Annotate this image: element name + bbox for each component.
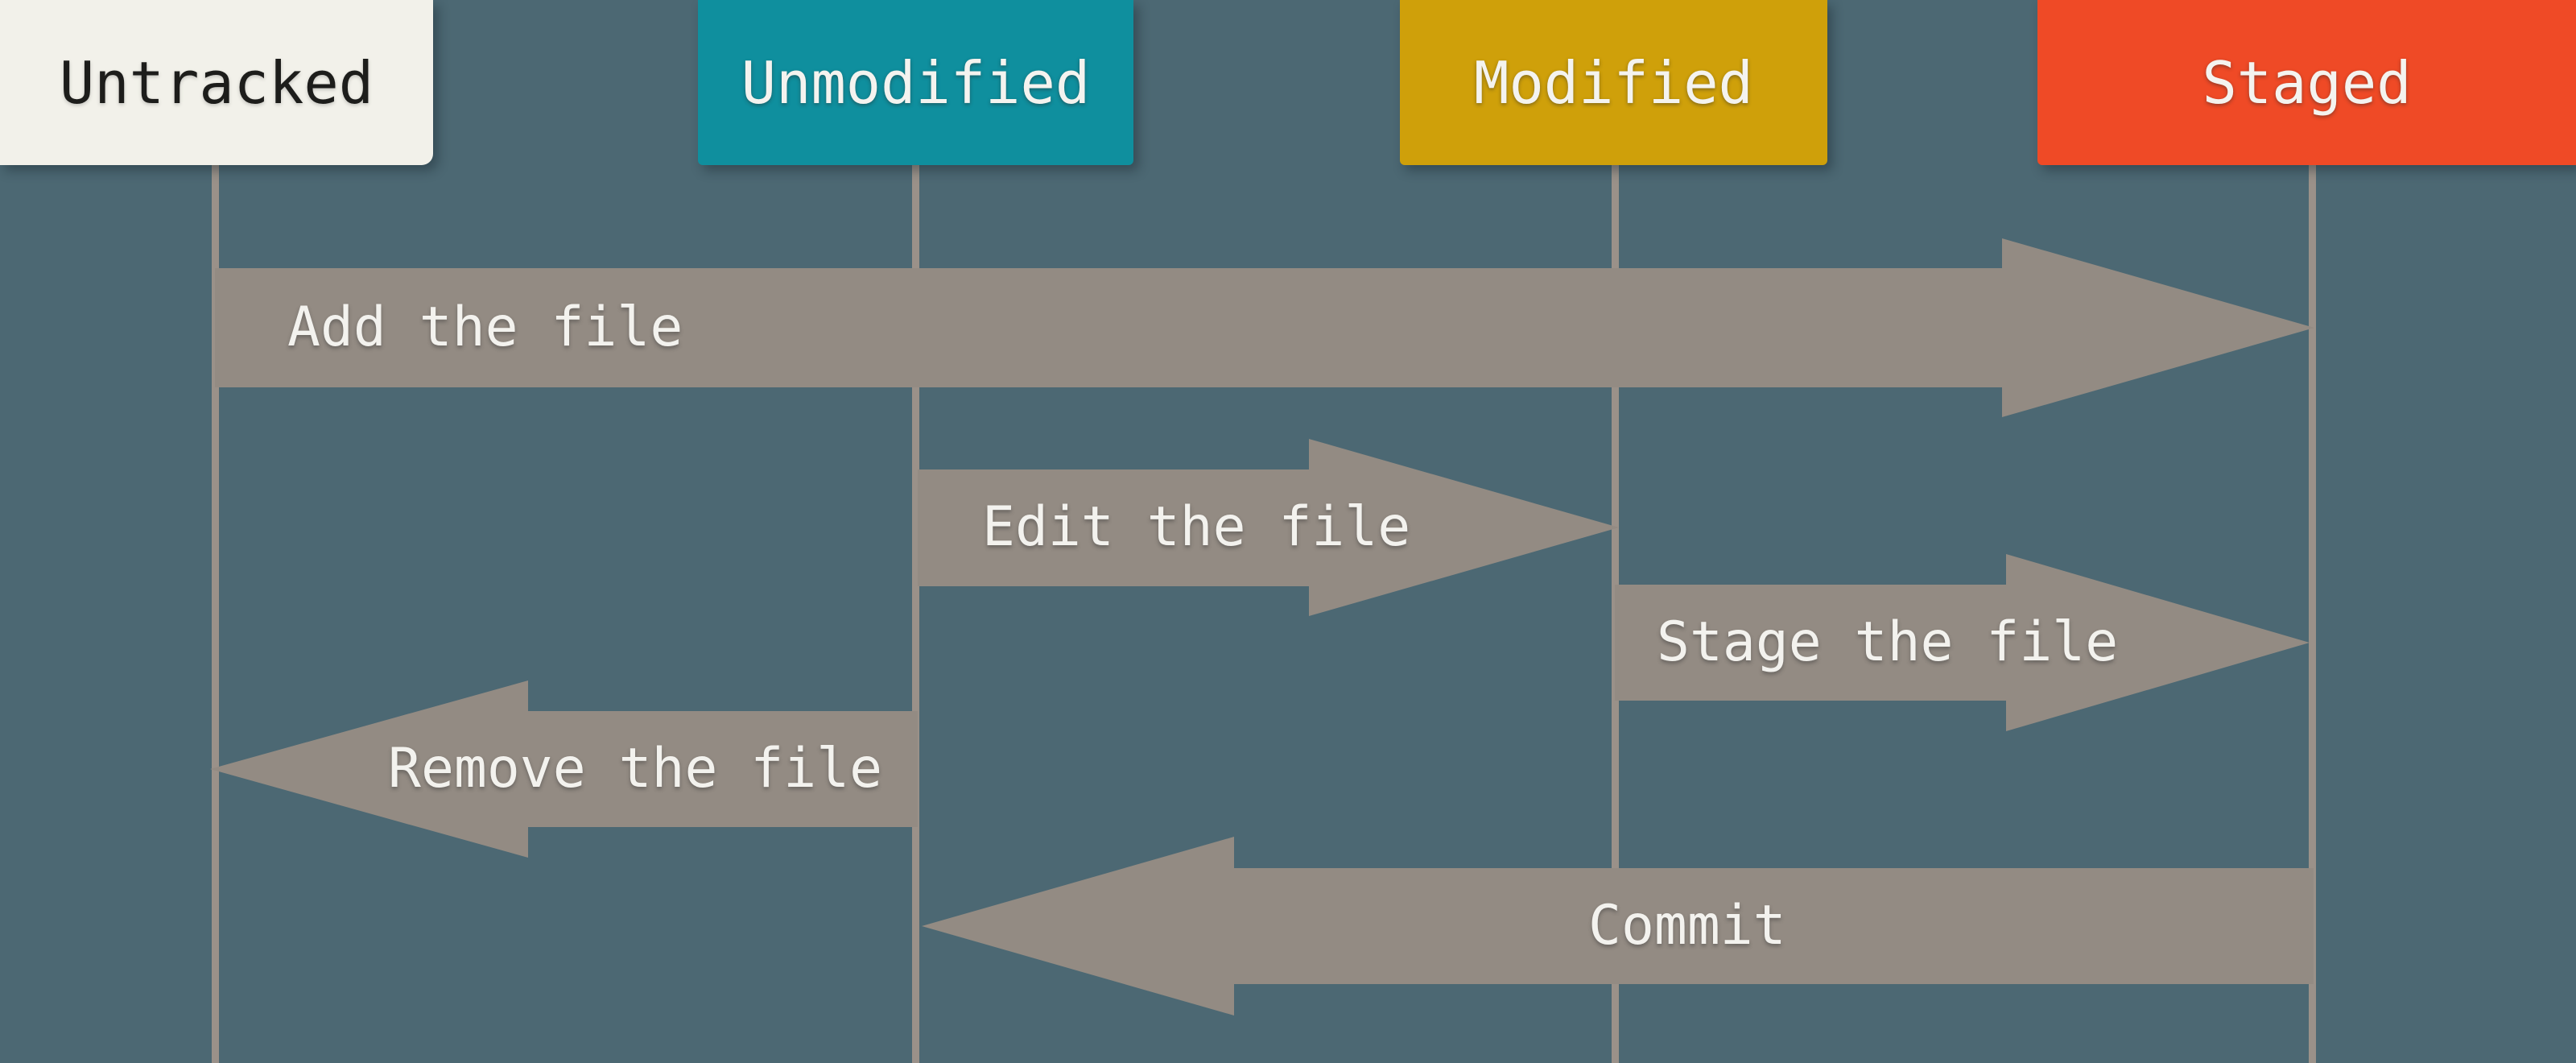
transition-label: Stage the file xyxy=(1657,610,2119,674)
column-header-untracked: Untracked xyxy=(0,0,433,165)
arrowhead-left-icon xyxy=(922,837,1234,1015)
arrow-shaft xyxy=(1234,868,2314,984)
column-header-staged-label: Staged xyxy=(2202,48,2412,117)
transition-label: Edit the file xyxy=(982,495,1411,559)
column-header-staged: Staged xyxy=(2037,0,2576,165)
arrow-shaft xyxy=(528,711,918,827)
transition-label: Remove the file xyxy=(388,737,883,800)
lifeline-untracked xyxy=(212,161,219,1063)
lifeline-unmodified xyxy=(912,161,919,1063)
arrowhead-right-icon xyxy=(2006,554,2310,731)
transition-label: Commit xyxy=(1588,894,1786,958)
column-header-untracked-label: Untracked xyxy=(59,48,374,117)
arrow-shaft xyxy=(1615,585,2006,701)
column-header-modified: Modified xyxy=(1400,0,1827,165)
column-header-unmodified-label: Unmodified xyxy=(741,48,1091,117)
column-header-modified-label: Modified xyxy=(1474,48,1753,117)
lifeline-staged xyxy=(2309,161,2316,1063)
arrowhead-right-icon xyxy=(1309,439,1619,616)
arrow-shaft xyxy=(215,268,2002,387)
column-header-unmodified: Unmodified xyxy=(698,0,1133,165)
arrow-shaft xyxy=(918,469,1309,586)
arrowhead-left-icon xyxy=(210,680,528,858)
transition-label: Add the file xyxy=(287,296,683,359)
arrowhead-right-icon xyxy=(2002,238,2314,417)
